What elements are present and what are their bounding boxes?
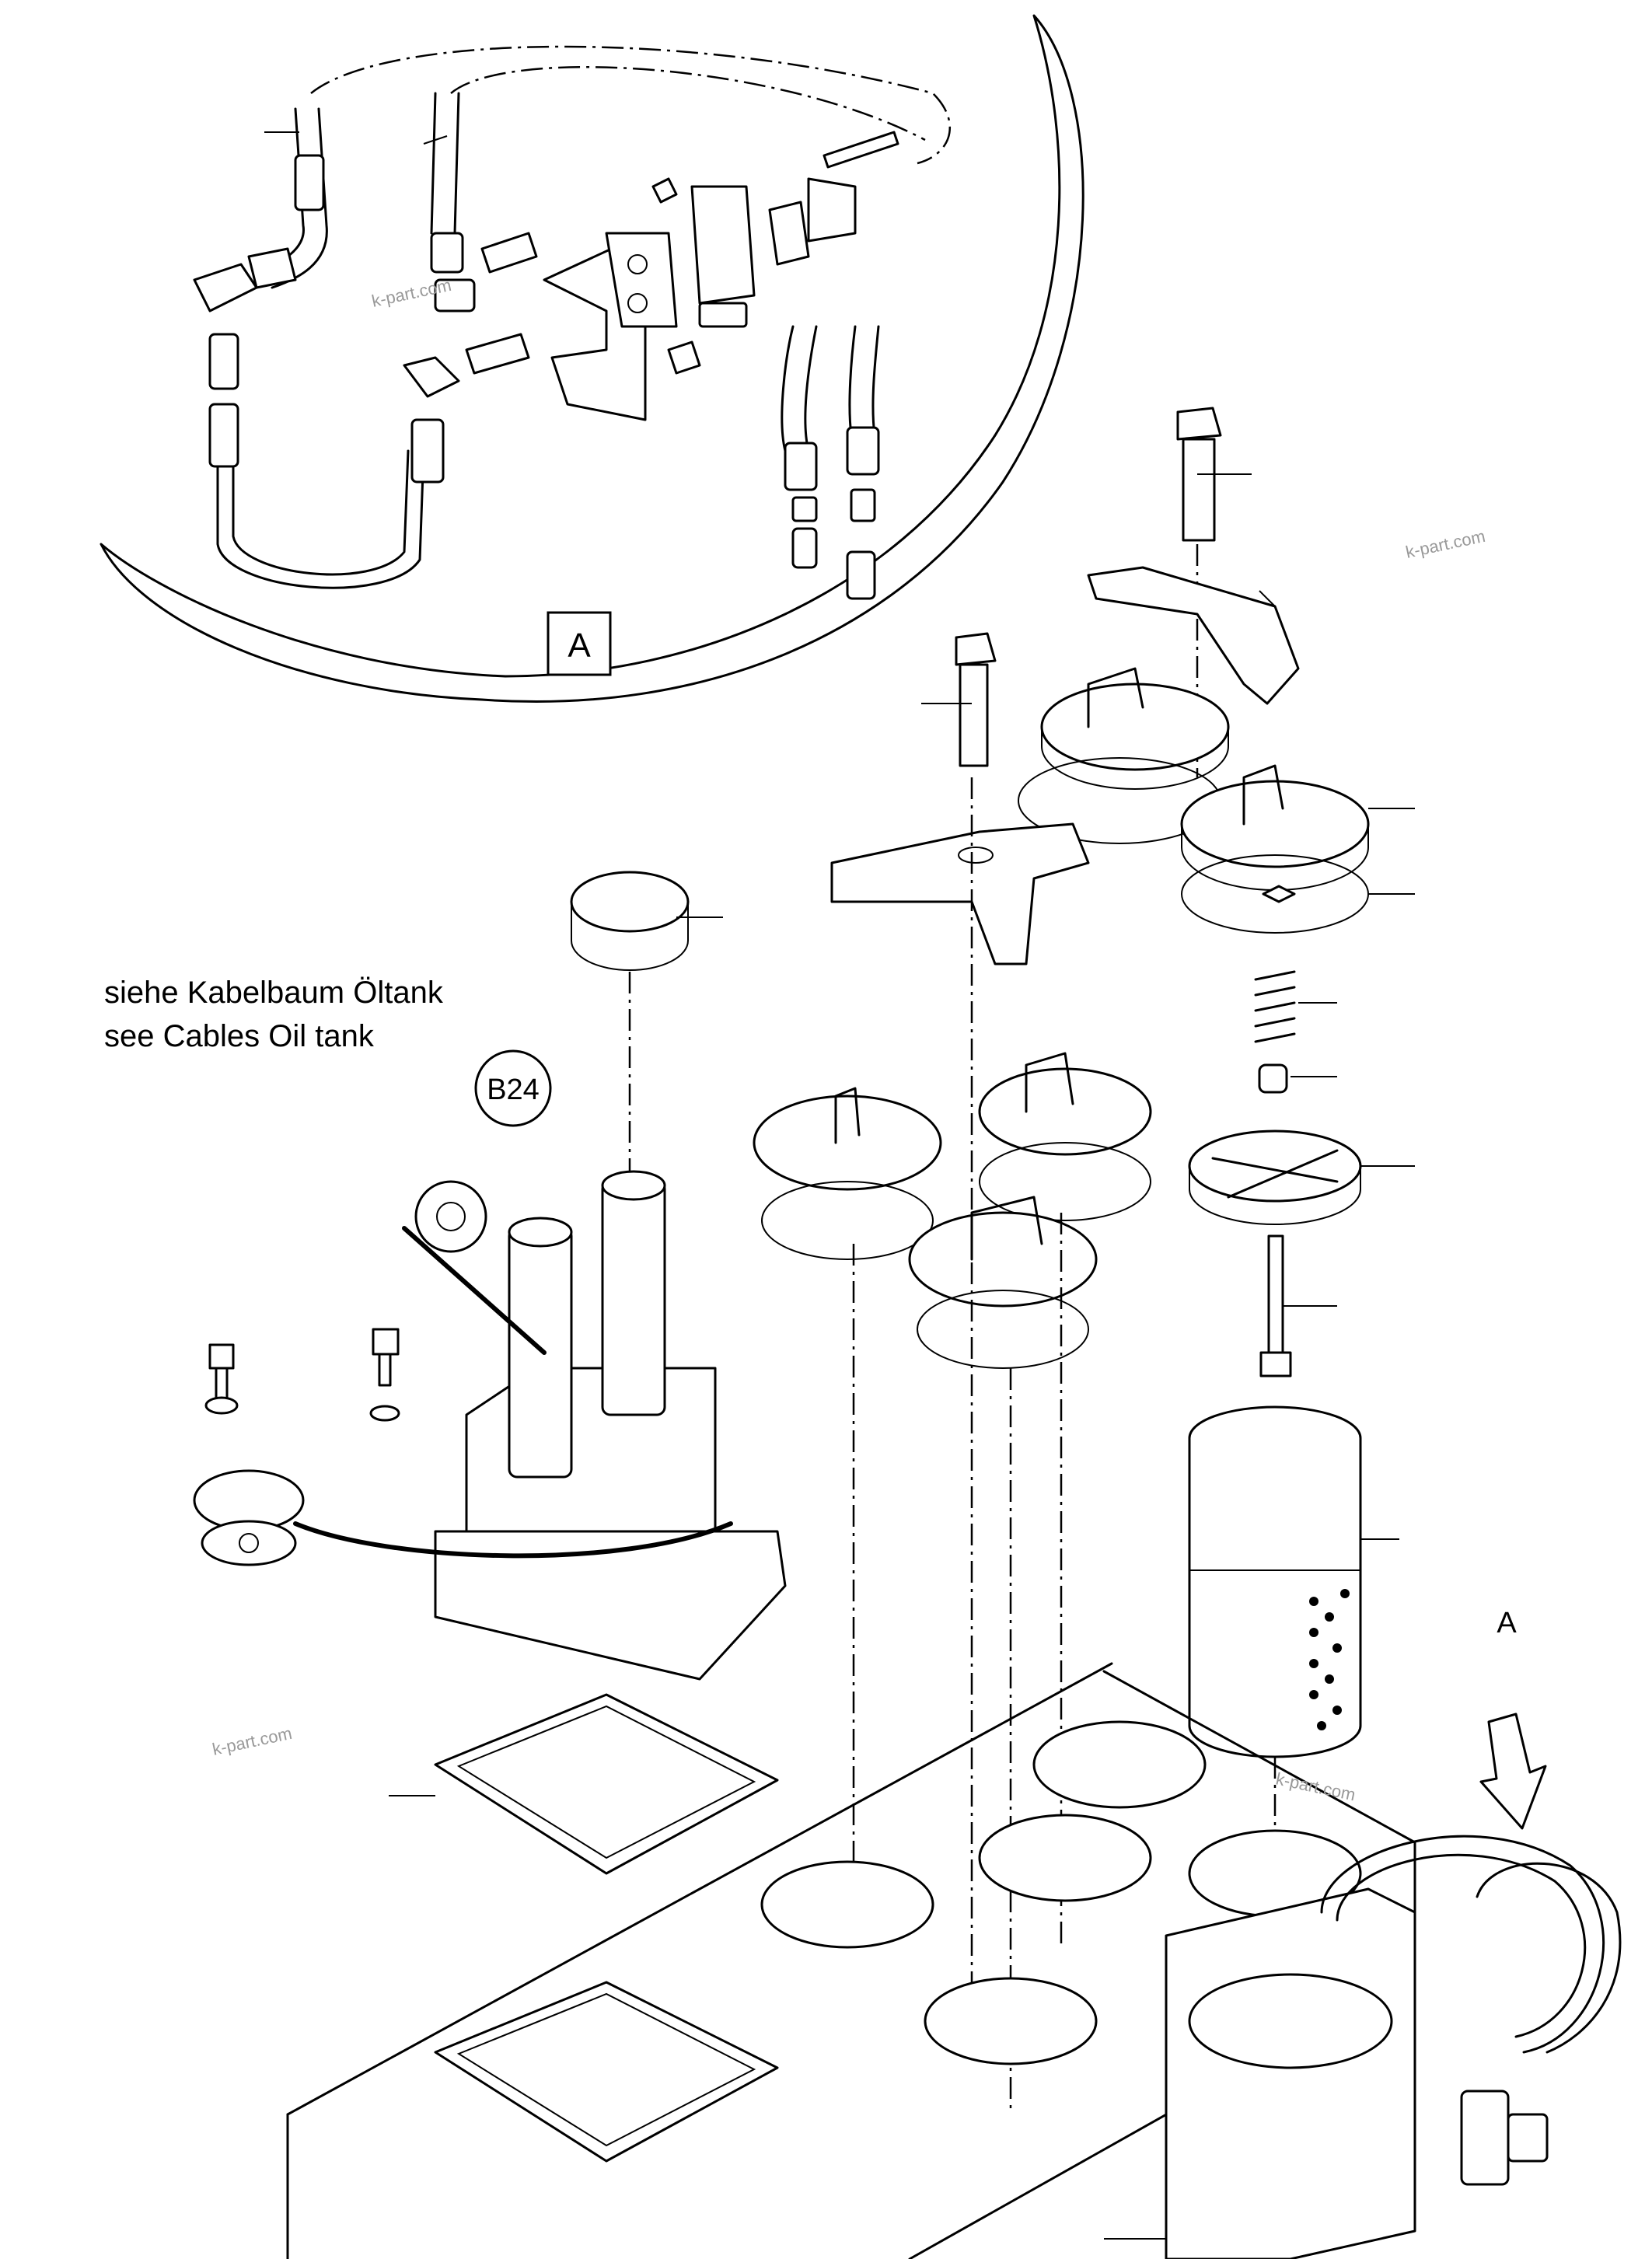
watermark-2: k-part.com	[1404, 526, 1487, 562]
detail-a-hoses	[193, 45, 951, 600]
detail-a-outline	[100, 14, 1084, 703]
filter-column	[753, 407, 1370, 2114]
view-arrow-label: A	[1497, 1607, 1517, 1639]
small-parts-left	[193, 1328, 400, 1566]
note-en: see Cables Oil tank	[104, 1019, 375, 1053]
note-de: siehe Kabelbaum Öltank	[104, 976, 444, 1010]
tank-top-assembly	[293, 871, 787, 1681]
gaskets	[434, 1693, 779, 2163]
notes: siehe Kabelbaum Öltank see Cables Oil ta…	[104, 976, 444, 1053]
detail-a-label: A	[568, 627, 591, 665]
callout-b24: B24	[474, 1049, 552, 1127]
view-arrow-a: A	[1479, 1607, 1547, 1830]
watermark-3: k-part.com	[211, 1723, 294, 1759]
watermark-4: k-part.com	[1274, 1768, 1357, 1804]
callout-b24-label: B24	[487, 1074, 540, 1106]
tank-base	[286, 1662, 1416, 2259]
valve-block	[1165, 1835, 1622, 2259]
detail-a-label-box: A	[547, 611, 612, 676]
filter-perforation	[1309, 1589, 1350, 1730]
leader-lines	[264, 131, 1415, 2240]
